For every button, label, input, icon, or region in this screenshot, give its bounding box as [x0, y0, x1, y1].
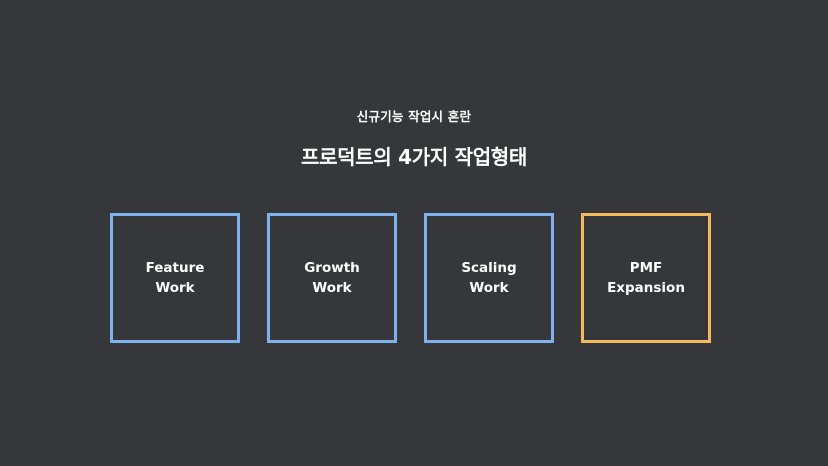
work-type-box-feature: Feature Work: [110, 213, 240, 343]
work-type-box-scaling: Scaling Work: [424, 213, 554, 343]
work-type-label: PMF Expansion: [607, 260, 685, 296]
work-type-box-growth: Growth Work: [267, 213, 397, 343]
slide-title: 프로덕트의 4가지 작업형태: [300, 145, 528, 169]
work-type-label: Feature Work: [145, 260, 205, 296]
work-type-label: Growth Work: [304, 260, 360, 296]
work-type-box-pmf-expansion: PMF Expansion: [581, 213, 711, 343]
slide-subtitle: 신규기능 작업시 혼란: [356, 109, 472, 124]
work-type-label: Scaling Work: [461, 260, 517, 296]
